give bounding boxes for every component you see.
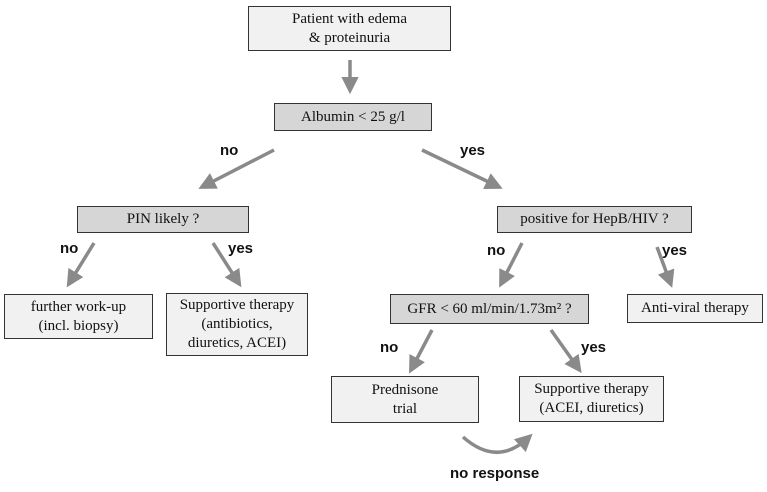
arrow-pin-to-support1 [211, 242, 242, 288]
node-text: Prednisone [371, 381, 439, 398]
node-pin-likely: PIN likely ? [77, 206, 249, 233]
node-text: positive for HepB/HIV ? [520, 211, 669, 227]
node-text: trial [392, 400, 418, 417]
label-no-response: no response [450, 465, 540, 482]
node-supportive-therapy-2: Supportive therapy (ACEI, diuretics) [519, 376, 664, 422]
label-hep-no: no [487, 242, 506, 259]
node-text: Anti-viral therapy [641, 300, 749, 316]
node-hepb-hiv: positive for HepB/HIV ? [497, 206, 692, 233]
node-further-work-up: further work-up (incl. biopsy) [4, 294, 153, 339]
node-text: Patient with edema [292, 10, 407, 27]
arrow-albumin-to-hep [421, 148, 503, 190]
label-hep-yes: yes [662, 242, 688, 259]
node-prednisone-trial: Prednisone trial [331, 376, 479, 423]
node-text: (incl. biopsy) [38, 317, 119, 334]
label-pin-no: no [60, 240, 79, 257]
label-albumin-no: no [220, 142, 239, 159]
arrow-gfr-to-prednisone [409, 329, 434, 374]
node-text: (ACEI, diuretics) [539, 400, 644, 416]
node-text: Supportive therapy [179, 297, 295, 313]
arrow-hep-to-antiviral [655, 246, 675, 288]
arrow-no-response-loop [461, 433, 533, 454]
node-text: & proteinuria [308, 29, 391, 46]
node-supportive-therapy-1: Supportive therapy (antibiotics, diureti… [166, 293, 308, 356]
node-gfr: GFR < 60 ml/min/1.73m² ? [390, 294, 589, 324]
node-text: GFR < 60 ml/min/1.73m² ? [407, 300, 572, 317]
node-text: (antibiotics, [201, 316, 273, 332]
arrow-gfr-to-support2 [549, 328, 582, 374]
node-patient-edema-proteinuria: Patient with edema & proteinuria [248, 6, 451, 51]
label-gfr-no: no [380, 339, 399, 356]
node-text: PIN likely ? [126, 211, 200, 227]
node-albumin: Albumin < 25 g/l [274, 103, 432, 131]
label-pin-yes: yes [228, 240, 254, 257]
label-albumin-yes: yes [460, 142, 486, 159]
node-text: further work-up [30, 298, 127, 315]
arrow-pin-to-workup [66, 242, 96, 288]
node-text: diuretics, ACEI) [187, 335, 287, 351]
node-text: Albumin < 25 g/l [301, 108, 405, 125]
label-gfr-yes: yes [581, 339, 607, 356]
node-text: Supportive therapy [534, 381, 649, 397]
node-anti-viral-therapy: Anti-viral therapy [627, 294, 763, 323]
arrow-hep-to-gfr [499, 242, 524, 288]
arrow-albumin-to-pin [198, 148, 275, 189]
